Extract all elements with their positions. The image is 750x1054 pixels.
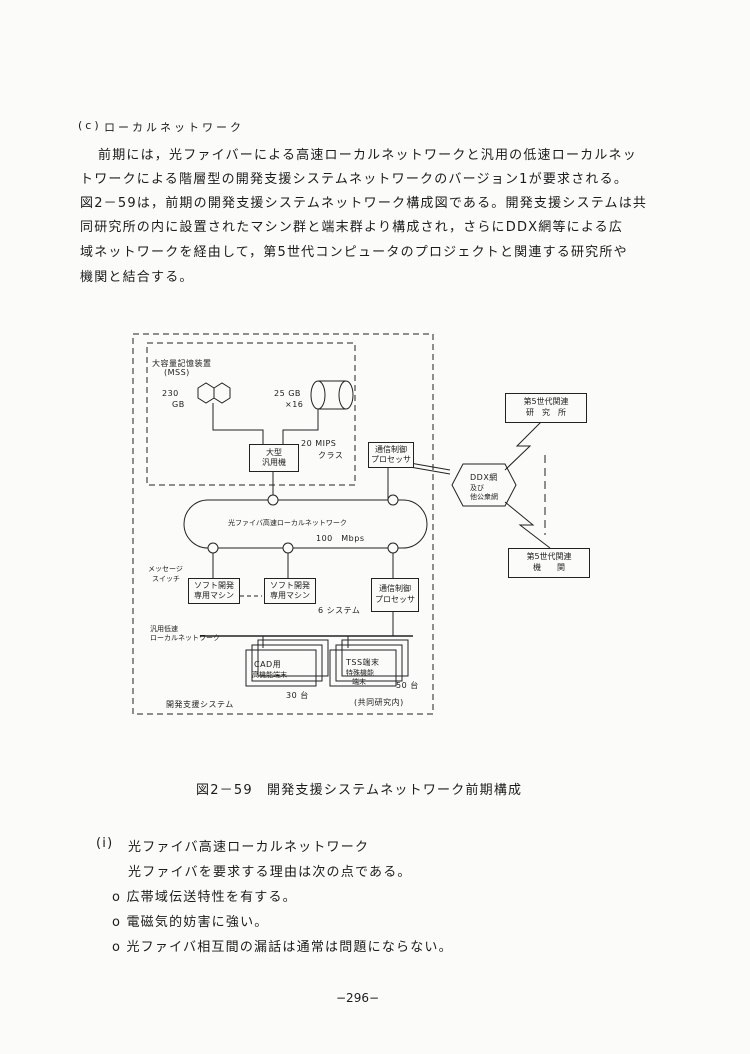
gen5-org-label: 機 関 — [533, 563, 565, 572]
ddx-label: 及び — [470, 484, 484, 492]
gen5-lab-label: 研 究 所 — [526, 408, 566, 417]
soft-dev-machine: ソフト開発 専用マシン — [264, 578, 316, 604]
system-label: 開発支援システム — [166, 700, 234, 709]
bullet-item: o 広帯域伝送特性を有する。 — [112, 890, 297, 905]
soft-dev-label: 専用マシン — [270, 591, 310, 600]
cad-terminal-label: 高機能端末 — [252, 671, 287, 679]
soft-dev-label: 専用マシン — [194, 591, 234, 600]
tss-terminal-label: 特殊機能 — [346, 669, 374, 677]
paragraph-line: 前期には，光ファイバーによる高速ローカルネットワークと汎用の低速ローカルネッ — [98, 148, 637, 163]
paragraph-line: 機関と結合する。 — [80, 270, 194, 285]
mss-label: 大容量記憶装置 — [152, 359, 212, 368]
gen5-lab-label: 第5世代関連 — [523, 397, 569, 406]
paragraph-line: トワークによる階層型の開発支援システムネットワークのバージョン1が要求される。 — [80, 172, 629, 187]
capacity-gb: GB — [172, 400, 185, 409]
six-systems-label: 6 システム — [318, 606, 361, 615]
paragraph-line: 同研究所の内に設置されたマシン群と端末群より構成され，さらにDDX網等による広 — [80, 220, 624, 235]
comm-processor-label: プロセッサ — [375, 595, 415, 604]
figure-caption: 図2－59 開発支援システムネットワーク前期構成 — [196, 783, 523, 798]
tss-terminal-label: TSS端末 — [346, 658, 380, 667]
ring-label: 光ファイバ高速ローカルネットワーク — [228, 519, 347, 527]
capacity-x16: ×16 — [285, 400, 304, 409]
bullet-item: o 光ファイバ相互間の漏話は通常は問題にならない。 — [112, 940, 453, 955]
ddx-label: DDX網 — [470, 473, 498, 482]
tss-count: 50 台 — [396, 681, 419, 690]
tss-terminal-label: 端末 — [352, 678, 366, 686]
capacity-230: 230 — [162, 389, 179, 398]
cad-terminal-label: CAD用 — [254, 660, 282, 669]
mainframe-label: 汎用機 — [262, 458, 286, 467]
comm-processor-top: 通信制御 プロセッサ — [368, 442, 414, 468]
mss-abbrev: (MSS) — [164, 368, 190, 377]
mips-label: 20 MIPS — [301, 439, 337, 448]
subsection-marker: (i) — [96, 836, 114, 851]
joint-lab-label: (共同研究内) — [354, 698, 404, 707]
gen5-organization-box: 第5世代関連 機 関 — [508, 548, 590, 578]
message-switch-label: メッセージ — [148, 565, 183, 573]
low-speed-lan-label: 汎用低速 — [150, 625, 178, 633]
cad-count: 30 台 — [286, 691, 309, 700]
paragraph-line: 図2－59は，前期の開発支援システムネットワーク構成図である。開発支援システムは… — [80, 196, 648, 211]
comm-processor-label: 通信制御 — [379, 584, 411, 593]
capacity-25gb: 25 GB — [274, 389, 301, 398]
comm-processor-label: プロセッサ — [371, 455, 411, 464]
gen5-org-label: 第5世代関連 — [526, 552, 572, 561]
gen5-research-lab-box: 第5世代関連 研 究 所 — [505, 393, 587, 423]
low-speed-lan-label: ローカルネットワーク — [150, 634, 220, 642]
bullet-item: o 電磁気的妨害に強い。 — [112, 915, 269, 930]
comm-processor-bottom: 通信制御 プロセッサ — [371, 578, 419, 612]
ddx-label: 他公衆網 — [470, 493, 498, 501]
subsection-intro: 光ファイバを要求する理由は次の点である。 — [128, 865, 412, 880]
subsection-title: 光ファイバ高速ローカルネットワーク — [128, 840, 370, 855]
soft-dev-label: ソフト開発 — [270, 581, 310, 590]
comm-processor-label: 通信制御 — [375, 445, 407, 454]
ring-speed: 100 Mbps — [316, 534, 365, 543]
paragraph-line: 域ネットワークを経由して，第5世代コンピュータのプロジェクトと関連する研究所や — [80, 245, 628, 260]
section-marker: (c) — [78, 119, 102, 132]
mainframe-label: 大型 — [266, 448, 282, 457]
page-number: −296− — [336, 991, 380, 1005]
section-title: ローカルネットワーク — [104, 121, 244, 134]
message-switch-label: スイッチ — [152, 575, 180, 583]
mainframe-box: 大型 汎用機 — [249, 444, 299, 472]
soft-dev-machine: ソフト開発 専用マシン — [188, 578, 240, 604]
mips-class: クラス — [318, 451, 344, 460]
soft-dev-label: ソフト開発 — [194, 581, 234, 590]
